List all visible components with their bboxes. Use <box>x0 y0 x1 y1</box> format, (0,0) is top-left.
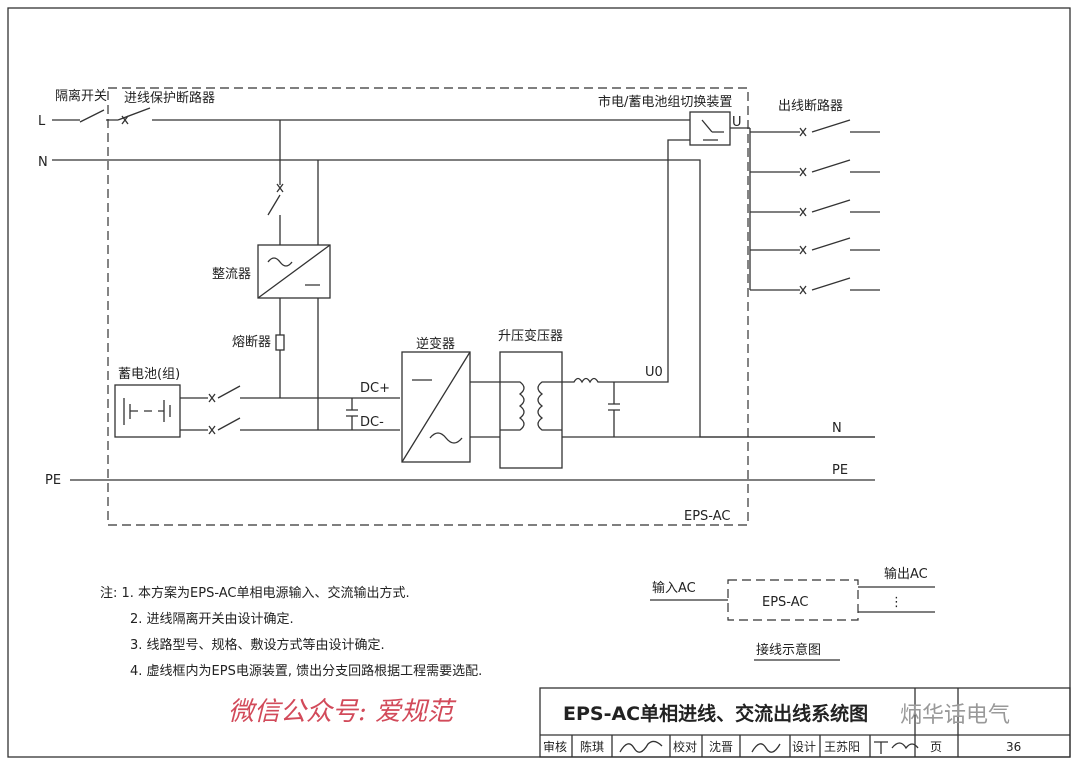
label-PE-out: PE <box>832 463 848 478</box>
label-outgoing-breaker: 出线断路器 <box>778 98 843 114</box>
sketch-output-label: 输出AC <box>884 566 928 582</box>
fuse <box>275 334 285 351</box>
check-label: 校对 <box>673 739 697 754</box>
label-U: U <box>732 115 742 130</box>
label-rectifier: 整流器 <box>212 267 251 282</box>
label-N: N <box>38 155 48 170</box>
note-2: 2. 进线隔离开关由设计确定. <box>130 611 294 627</box>
label-transformer: 升压变压器 <box>498 328 563 344</box>
drawing-border <box>7 7 1071 758</box>
rectifier-box <box>257 244 331 299</box>
battery: 蓄电池(组) DC+ DC- <box>114 367 400 438</box>
page-label: 页 <box>930 740 942 754</box>
step-up-transformer: 升压变压器 U0 <box>498 139 875 469</box>
label-dc-minus: DC- <box>360 415 384 430</box>
label-incoming-breaker: 进线保护断路器 <box>124 90 215 106</box>
notes: 注: 1. 本方案为EPS-AC单相电源输入、交流输出方式. 2. 进线隔离开关… <box>100 585 482 679</box>
rectifier-branch: 整流器 熔断器 <box>212 120 331 430</box>
note-1: 注: 1. 本方案为EPS-AC单相电源输入、交流输出方式. <box>100 585 410 601</box>
reviewer-signature <box>619 740 663 753</box>
transfer-switch: U 市电/蓄电池组切换装置 <box>598 94 751 290</box>
label-inverter: 逆变器 <box>416 336 455 352</box>
reviewer: 陈琪 <box>580 739 604 754</box>
wiring-sketch: 输入AC 输出AC EPS-AC ⋮ 接线示意图 <box>650 566 935 661</box>
label-dc-plus: DC+ <box>360 381 390 396</box>
design-label: 设计 <box>792 740 816 754</box>
eps-device-boundary <box>107 87 749 526</box>
label-L: L <box>38 114 46 129</box>
sketch-input-label: 输入AC <box>652 580 696 596</box>
label-PE-in: PE <box>45 473 61 488</box>
note-3: 3. 线路型号、规格、敷设方式等由设计确定. <box>130 637 385 653</box>
label-transfer-switch: 市电/蓄电池组切换装置 <box>598 94 732 110</box>
outgoing-breakers: 出线断路器 <box>750 98 880 295</box>
designer-signature <box>874 741 919 754</box>
sketch-box-label: EPS-AC <box>762 595 808 610</box>
review-label: 审核 <box>543 739 567 754</box>
label-eps-ac: EPS-AC <box>684 509 730 524</box>
note-4: 4. 虚线框内为EPS电源装置, 馈出分支回路根据工程需要选配. <box>130 663 482 679</box>
label-battery: 蓄电池(组) <box>118 367 180 382</box>
watermark-red: 微信公众号: 爱规范 <box>228 697 457 727</box>
label-U0: U0 <box>645 365 663 380</box>
sketch-caption: 接线示意图 <box>756 642 821 658</box>
drawing-title: EPS-AC单相进线、交流出线系统图 <box>563 702 868 725</box>
label-N-out: N <box>832 421 842 436</box>
title-block: EPS-AC单相进线、交流出线系统图 审核 陈琪 校对 沈晋 设计 王苏阳 页 … <box>539 687 1071 758</box>
watermark-gray: 炳华话电气 <box>900 703 1010 728</box>
label-fuse: 熔断器 <box>232 335 271 350</box>
inverter: 逆变器 <box>401 336 500 463</box>
checker-signature <box>751 743 781 753</box>
line-L: L <box>38 107 690 129</box>
label-isolator: 隔离开关 <box>55 88 107 104</box>
designer: 王苏阳 <box>824 740 860 754</box>
sketch-dots: ⋮ <box>890 595 903 610</box>
page-number: 36 <box>1006 740 1021 754</box>
checker: 沈晋 <box>709 739 733 754</box>
